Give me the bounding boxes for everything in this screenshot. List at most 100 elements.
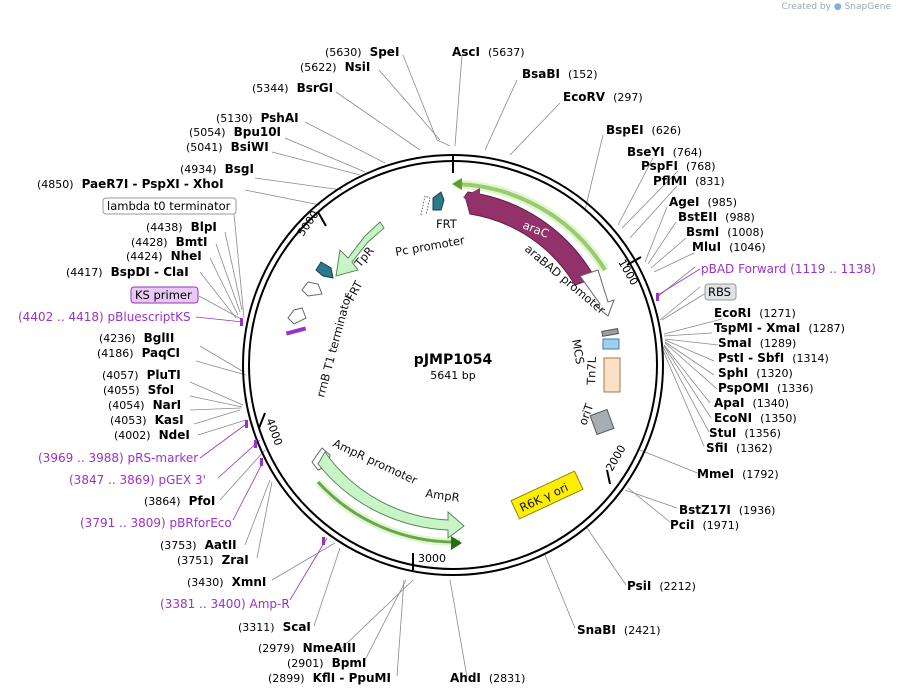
boxed-labels: lambda t0 terminator KS primer RBS xyxy=(102,197,737,304)
site-econi: EcoNI(1350) xyxy=(714,411,797,425)
ks-primer-mark xyxy=(285,326,307,336)
site-bspdi-clai: (4417)BspDI - ClaI xyxy=(66,265,189,279)
site-sphi: SphI(1320) xyxy=(718,366,793,380)
ruler-label-4000: 4000 xyxy=(263,417,285,448)
site-paqci: (4186)PaqCI xyxy=(97,346,180,360)
site-pshai: (5130)PshAI xyxy=(216,111,299,125)
site-paer7i-pspxi-xhoi: (4850)PaeR7I - PspXI - XhoI xyxy=(37,177,224,191)
pbrforeco-primer-mark xyxy=(260,458,263,466)
mcs-box xyxy=(601,328,619,337)
site-pluti: (4057)PluTI xyxy=(102,368,181,382)
site-bpu10i: (5054)Bpu10I xyxy=(189,125,281,139)
site-bglii: (4236)BglII xyxy=(99,331,174,345)
r6k-ori-box xyxy=(510,470,584,520)
site-ecori: EcoRI(1271) xyxy=(714,306,796,320)
site-blpi: (4438)BlpI xyxy=(146,220,217,234)
feature-label-ampr: AmpR xyxy=(425,486,461,505)
credit-prefix: Created by xyxy=(781,2,831,12)
lambda-t0-terminator-box xyxy=(102,197,237,215)
site-bsabi: BsaBI(152) xyxy=(522,67,598,81)
site-smai: SmaI(1289) xyxy=(718,336,796,350)
site-bsmi: BsmI(1008) xyxy=(686,225,764,239)
site-nsii: (5622)NsiI xyxy=(300,60,370,74)
site-pcii: PciI(1971) xyxy=(670,518,739,532)
tpr-gene xyxy=(335,221,385,277)
ampr-promoter-green-arrow xyxy=(316,480,461,544)
site-scai: (3311)ScaI xyxy=(238,620,311,634)
lambda-t0-arrow xyxy=(301,281,323,297)
site-sfii: SfiI(1362) xyxy=(706,441,773,455)
site-leader-lines xyxy=(189,54,723,678)
site-nhei: (4424)NheI xyxy=(126,249,202,263)
site-mmei: MmeI(1792) xyxy=(697,467,779,481)
site-stui: StuI(1356) xyxy=(709,426,781,440)
ruler-label-3000: 3000 xyxy=(418,552,446,565)
site-apai: ApaI(1340) xyxy=(714,396,789,410)
ruler-tick xyxy=(606,469,611,485)
arac-promoter-arrow-glow xyxy=(455,179,609,273)
amp-r-primer-mark xyxy=(322,537,325,545)
site-nmeaiii: (2979)NmeAIII xyxy=(258,641,356,655)
primer-pbluescriptks: (4402 .. 4418) pBluescriptKS xyxy=(18,310,191,324)
site-aatii: (3753)AatII xyxy=(160,538,237,552)
rbs-label-box xyxy=(704,283,737,301)
rbs-box xyxy=(602,338,620,350)
pbad-forward-primer-mark xyxy=(656,293,659,301)
site-kfli-ppumi: (2899)KflI - PpuMI xyxy=(268,671,391,685)
features xyxy=(240,178,659,550)
site-mlui: MluI(1046) xyxy=(692,240,766,254)
lambda-t0-terminator-label: lambda t0 terminator xyxy=(107,199,231,213)
arac-promoter-arrow-head xyxy=(452,178,462,190)
rrnb-t1-arrow xyxy=(287,307,307,325)
site-bsgi: (4934)BsgI xyxy=(180,162,254,176)
feature-label-tn7l: Tn7L xyxy=(584,356,599,386)
primer-amp-r: (3381 .. 3400) Amp-R xyxy=(160,597,290,611)
site-kasi: (4053)KasI xyxy=(110,413,184,427)
snapgene-logo-icon: ● xyxy=(833,2,842,12)
site-pfoi: (3864)PfoI xyxy=(144,494,215,508)
site-ndei: (4002)NdeI xyxy=(114,428,190,442)
primer-leader-lines xyxy=(195,268,701,601)
feature-label-frt-top: FRT xyxy=(436,217,458,231)
site-zrai: (3751)ZraI xyxy=(177,553,249,567)
site-ahdi: AhdI(2831) xyxy=(450,671,525,685)
plasmid-name: pJMP1054 xyxy=(414,352,493,368)
primer-labels: pBAD Forward (1119 .. 1138) (4402 .. 441… xyxy=(18,262,876,611)
ruler-tick xyxy=(626,256,642,266)
arabad-promoter-arrow xyxy=(579,269,615,317)
credit-brand: SnapGene xyxy=(844,2,891,12)
site-tspmi-xmai: TspMI - XmaI(1287) xyxy=(714,321,845,335)
site-snabi: SnaBI(2421) xyxy=(577,623,660,637)
primer-pbad-forward: pBAD Forward (1119 .. 1138) xyxy=(701,262,876,276)
arac-arrow-head xyxy=(463,188,480,214)
frt-right-arrow xyxy=(432,191,445,211)
site-nari: (4054)NarI xyxy=(108,398,181,412)
site-bsteii: BstEII(988) xyxy=(678,210,755,224)
site-bsiwi: (5041)BsiWI xyxy=(186,140,269,154)
snapgene-credit: Created by ● SnapGene xyxy=(781,2,891,12)
site-bspei: BspEI(626) xyxy=(606,123,681,137)
plasmid-size: 5641 bp xyxy=(430,369,475,382)
frt-left-arrow xyxy=(315,261,334,279)
orit-box xyxy=(589,408,615,436)
restriction-sites: (5630)SpeI AscI(5637) (5622)NsiI BsaBI(1… xyxy=(37,45,845,685)
primer-prs-marker: (3969 .. 3988) pRS-marker xyxy=(38,451,198,465)
site-pspomi: PspOMI(1336) xyxy=(718,381,814,395)
site-bmti: (4428)BmtI xyxy=(131,235,207,249)
prs-marker-primer-mark xyxy=(245,420,248,428)
pbluescriptks-primer-mark xyxy=(240,318,243,326)
site-bpmi: (2901)BpmI xyxy=(287,656,366,670)
site-pspfi: PspFI(768) xyxy=(641,159,716,173)
primer-pgex-3: (3847 .. 3869) pGEX 3' xyxy=(69,473,206,487)
site-psti-sbfi: PstI - SbfI(1314) xyxy=(718,351,829,365)
site-ecorv: EcoRV(297) xyxy=(563,90,643,104)
site-sfoi: (4055)SfoI xyxy=(103,383,174,397)
ruler-label-2000: 2000 xyxy=(603,443,628,474)
ampr-gene xyxy=(317,451,465,539)
ruler-tick xyxy=(317,211,327,227)
site-bseyi: BseYI(764) xyxy=(627,145,702,159)
site-bsrgi: (5344)BsrGI xyxy=(252,81,333,95)
ks-primer-label: KS primer xyxy=(135,288,192,302)
ampr-promoter-green-arrow-head xyxy=(451,536,462,550)
